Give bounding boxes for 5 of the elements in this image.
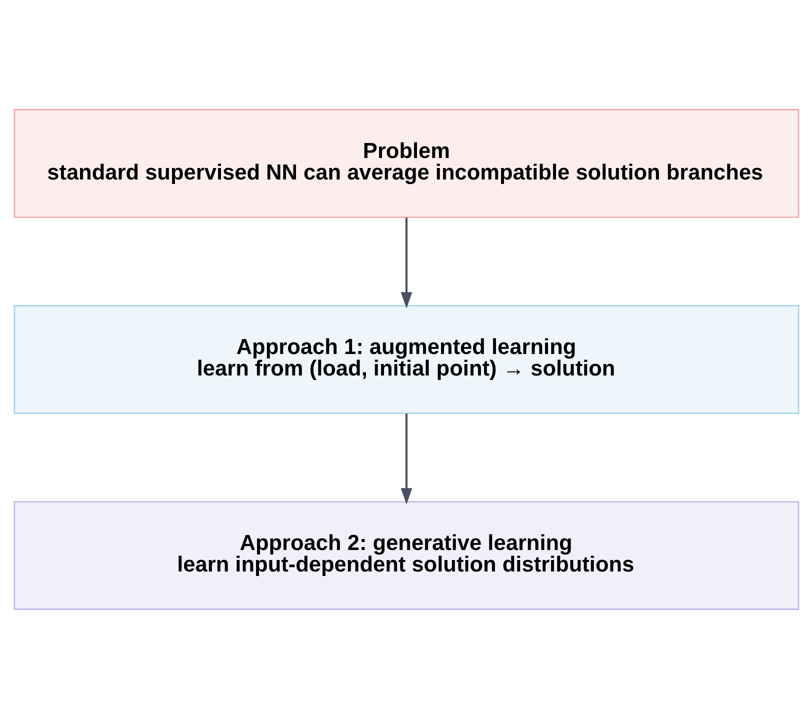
node-box: Approach 2: generative learning learn input-dependent solution distributions	[13, 501, 799, 610]
arrow	[400, 218, 412, 308]
arrow	[400, 414, 412, 504]
node-box: Problem standard supervised NN can average incompatible solution branches	[13, 109, 799, 218]
node-box: Approach 1: augmented learning learn from (load, initial point) → solution	[13, 305, 799, 414]
